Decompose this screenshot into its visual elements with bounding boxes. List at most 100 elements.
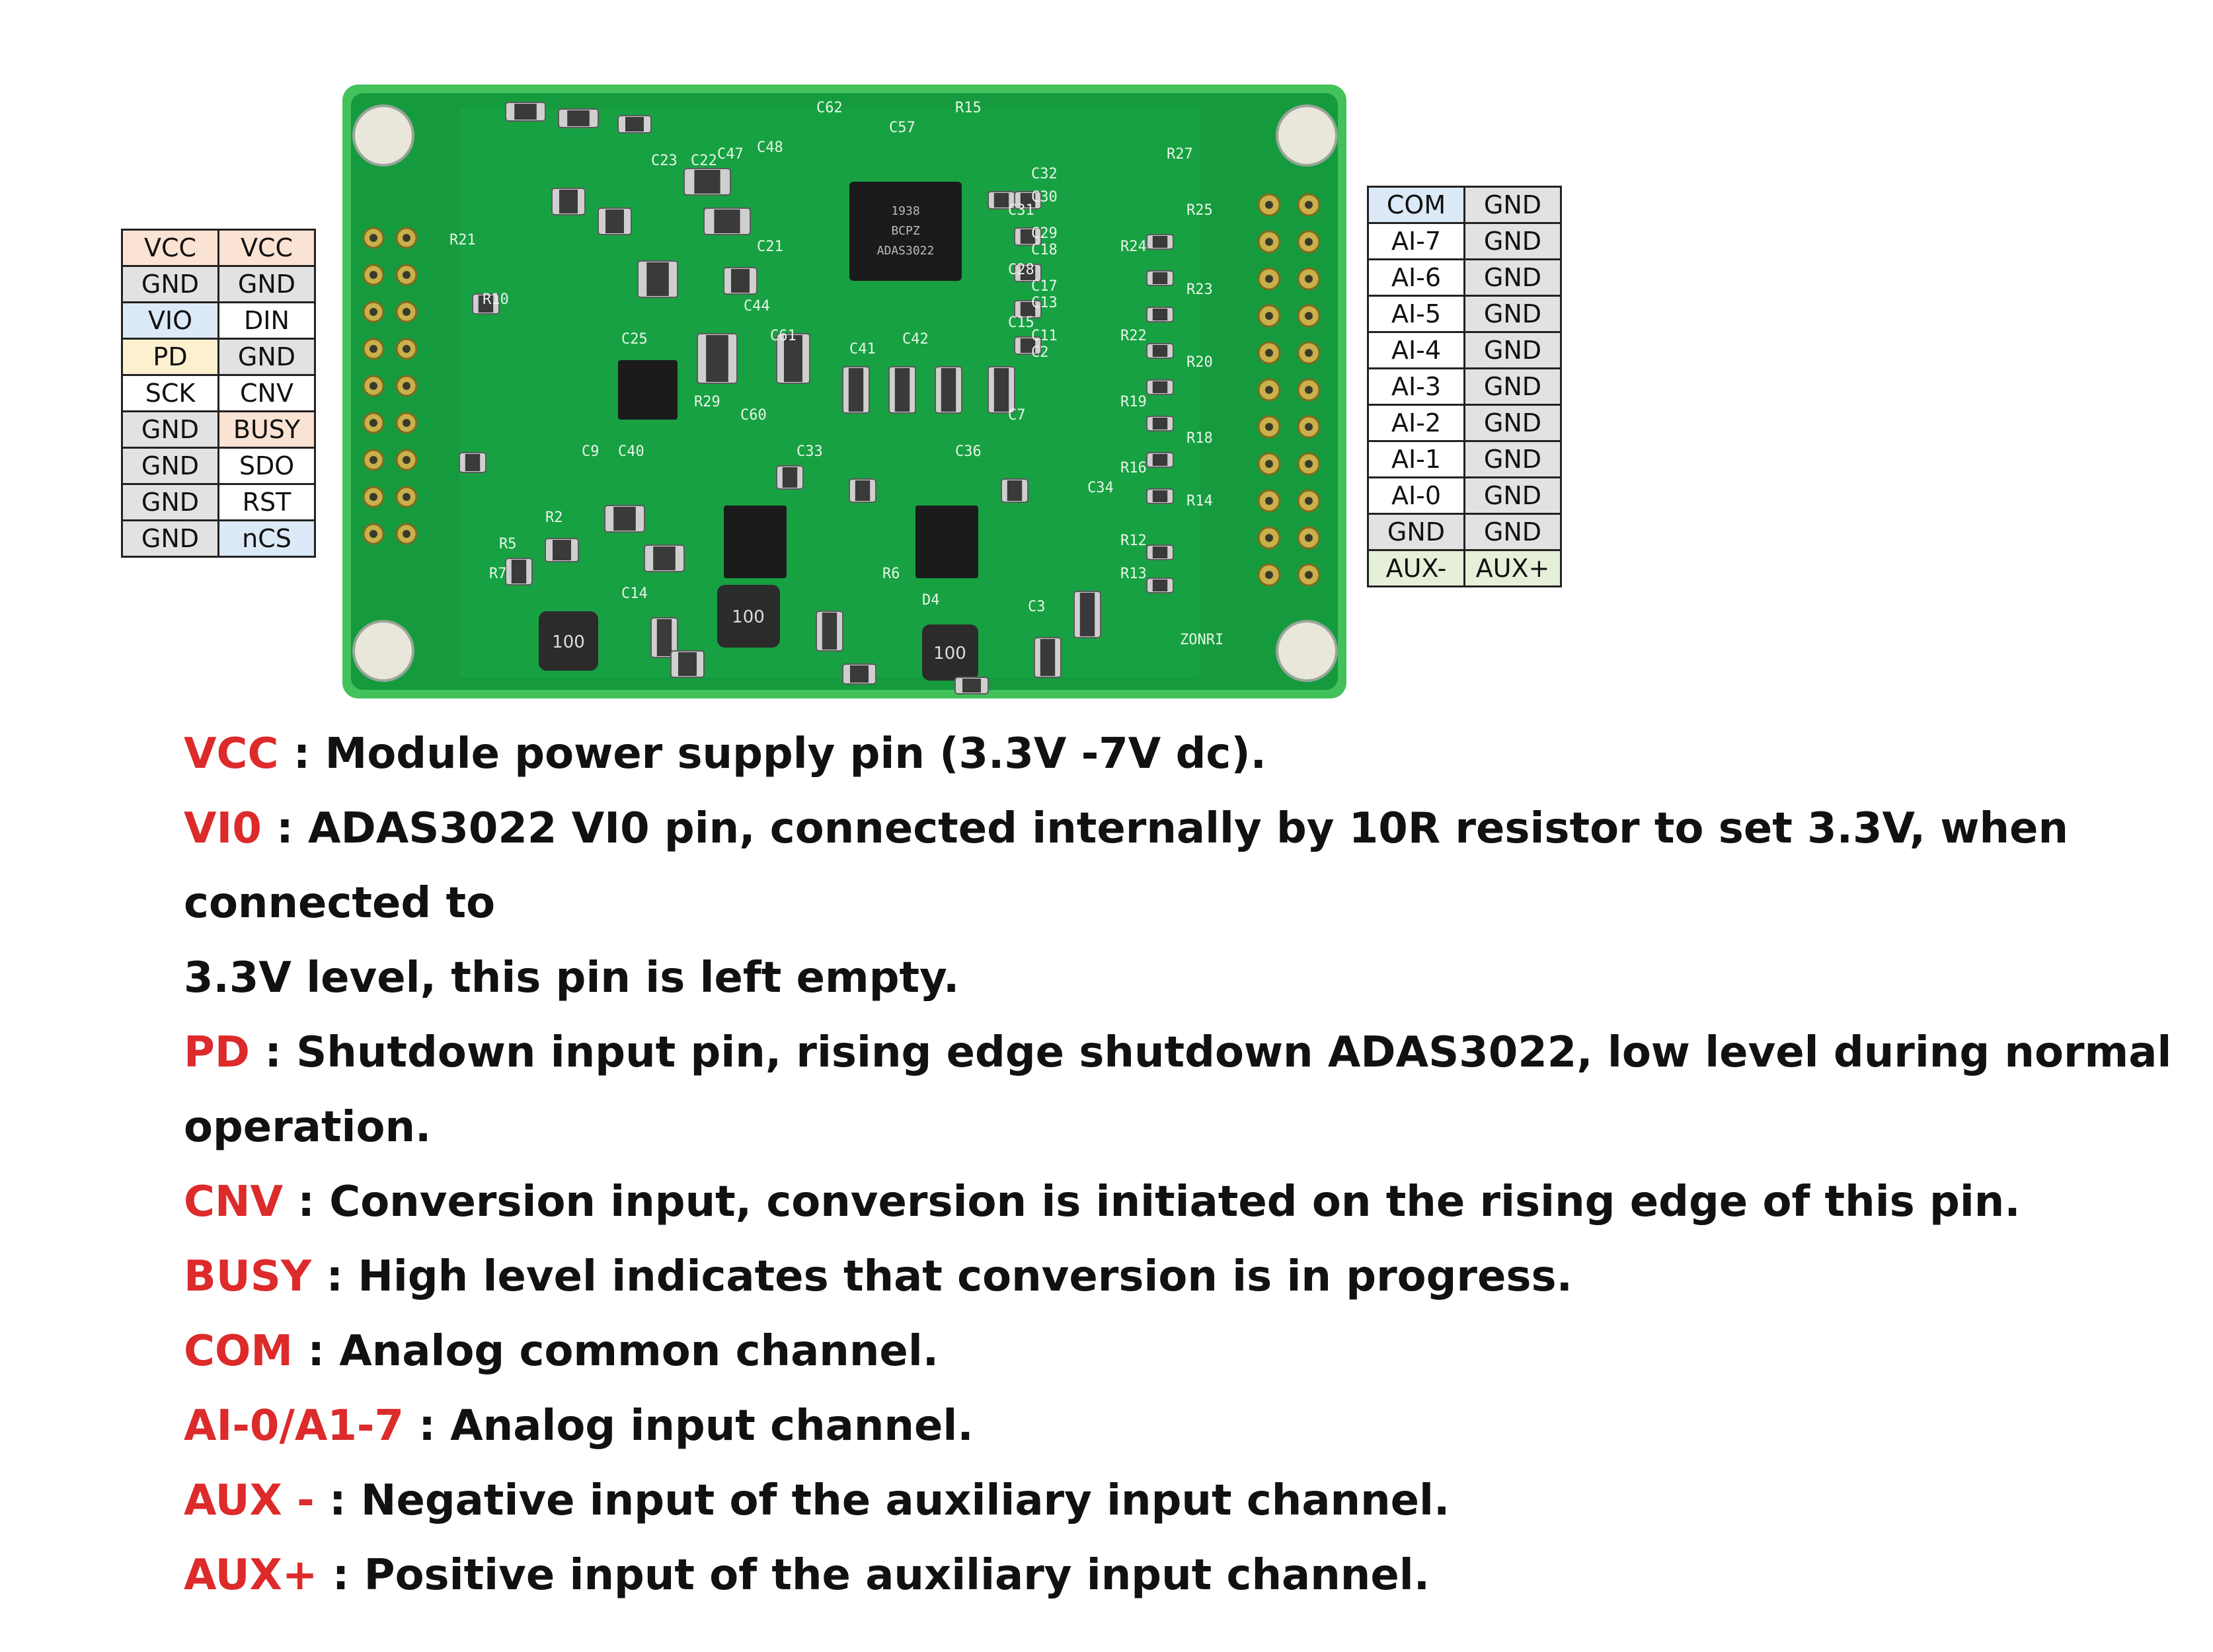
description-line: VCC : Module power supply pin (3.3V -7V … — [184, 717, 2173, 792]
pin-term: AUX+ — [184, 1551, 318, 1600]
pin-description: : Analog common channel. — [293, 1327, 939, 1376]
left-header-pins — [362, 227, 418, 545]
board-logo: ZONRI — [1180, 632, 1223, 648]
left-pin-label: GND — [217, 338, 316, 376]
right-pin-label: AI-1 — [1367, 440, 1465, 478]
right-pin-label: GND — [1463, 295, 1562, 333]
silk-label: C42 — [902, 331, 929, 348]
silk-label: C61 — [770, 328, 796, 344]
silk-label: C44 — [744, 298, 770, 315]
pin-description: : Positive input of the auxiliary input … — [317, 1551, 1430, 1600]
pin-term: VI0 — [184, 804, 262, 853]
left-pin-label: GND — [121, 447, 219, 485]
right-pin-label: AI-6 — [1367, 258, 1465, 297]
left-pin-label: SDO — [217, 447, 316, 485]
silk-label: R22 — [1120, 328, 1147, 344]
silk-label: R6 — [882, 566, 900, 582]
pin-description: : Negative input of the auxiliary input … — [314, 1476, 1450, 1525]
inductor-label-3: 100 — [933, 644, 966, 663]
left-pin-label: SCK — [121, 374, 219, 412]
silk-label: R13 — [1120, 566, 1147, 582]
silk-label: C7 — [1008, 407, 1026, 424]
silk-label: C21 — [757, 239, 783, 255]
silk-label: R2 — [545, 509, 563, 526]
silk-label: C13 — [1031, 295, 1058, 311]
description-line: BUSY : High level indicates that convers… — [184, 1240, 2173, 1314]
description-line: AUX - : Negative input of the auxiliary … — [184, 1464, 2173, 1538]
silk-label: C47 — [717, 146, 744, 163]
right-pin-label: GND — [1463, 476, 1562, 515]
silk-label: R10 — [483, 291, 509, 308]
silk-label: C15 — [1008, 315, 1034, 331]
silk-label: R24 — [1120, 239, 1147, 255]
silk-label: C22 — [691, 153, 717, 169]
left-pin-label: GND — [121, 519, 219, 558]
left-pin-label: GND — [121, 483, 219, 521]
left-pin-label: PD — [121, 338, 219, 376]
silk-label: C9 — [582, 443, 600, 460]
description-line: PD : Shutdown input pin, rising edge shu… — [184, 1016, 2173, 1090]
pin-descriptions: VCC : Module power supply pin (3.3V -7V … — [184, 717, 2173, 1613]
right-pin-label: COM — [1367, 186, 1465, 224]
right-pin-label: AI-5 — [1367, 295, 1465, 333]
silk-label: C40 — [618, 443, 644, 460]
silk-label: C57 — [889, 120, 915, 136]
description-line: AI-0/A1-7 : Analog input channel. — [184, 1389, 2173, 1464]
right-pin-label: AUX- — [1367, 549, 1465, 587]
pin-term: COM — [184, 1327, 293, 1376]
silk-label: R21 — [449, 232, 476, 248]
right-pin-label: GND — [1463, 440, 1562, 478]
silk-label: C3 — [1028, 599, 1046, 615]
pin-description: : ADAS3022 VI0 pin, connected internally… — [184, 804, 2068, 928]
pin-description: : Shutdown input pin, rising edge shutdo… — [250, 1028, 2172, 1077]
silk-label: C18 — [1031, 242, 1058, 258]
left-pin-label: VCC — [217, 229, 316, 267]
silk-label: D4 — [922, 592, 940, 609]
silk-label: R25 — [1186, 202, 1213, 219]
right-pin-label: GND — [1463, 258, 1562, 297]
silk-label: C23 — [651, 153, 678, 169]
right-pin-label: AI-0 — [1367, 476, 1465, 515]
pin-term: AUX - — [184, 1476, 315, 1525]
right-pin-label: AI-3 — [1367, 367, 1465, 406]
pin-description: operation. — [184, 1103, 432, 1152]
pin-description: : Module power supply pin (3.3V -7V dc). — [278, 730, 1266, 778]
pin-term: AI-0/A1-7 — [184, 1402, 404, 1450]
chip-line-3: ADAS3022 — [877, 244, 935, 258]
right-pin-label: GND — [1463, 404, 1562, 442]
left-pin-label: GND — [121, 265, 219, 303]
right-pin-label: GND — [1367, 513, 1465, 551]
left-pin-label: DIN — [217, 301, 316, 340]
silk-label: C60 — [740, 407, 767, 424]
description-line: CNV : Conversion input, conversion is in… — [184, 1165, 2173, 1240]
inductor-label-1: 100 — [552, 632, 585, 652]
right-pin-label: GND — [1463, 222, 1562, 260]
right-header-pins — [1257, 193, 1321, 587]
pin-description: : High level indicates that conversion i… — [311, 1252, 1572, 1301]
description-line: VI0 : ADAS3022 VI0 pin, connected intern… — [184, 792, 2173, 941]
left-pin-label: GND — [217, 265, 316, 303]
pin-term: PD — [184, 1028, 251, 1077]
silk-label: C2 — [1031, 344, 1049, 361]
silk-label: R23 — [1186, 282, 1213, 298]
pin-term: VCC — [184, 730, 279, 778]
left-pin-label: VIO — [121, 301, 219, 340]
silk-label: C17 — [1031, 278, 1058, 295]
silk-label: R29 — [694, 394, 720, 410]
silk-label: R5 — [499, 536, 517, 552]
right-pin-label: GND — [1463, 186, 1562, 224]
silk-label: C32 — [1031, 166, 1058, 182]
